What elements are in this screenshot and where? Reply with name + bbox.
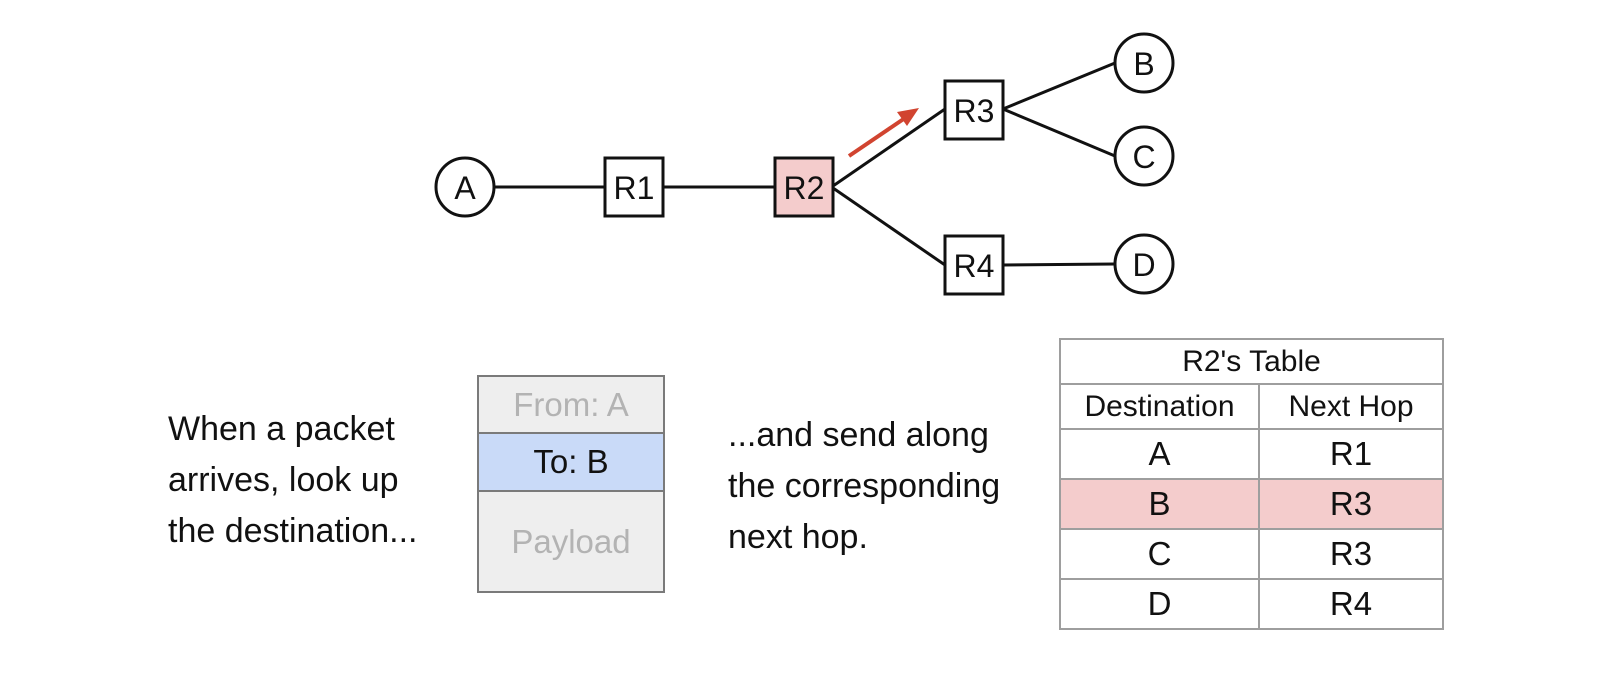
routing-table: R2's Table Destination Next Hop A R1 B R… [1059, 338, 1444, 630]
router-r4-label: R4 [954, 248, 995, 284]
host-b: B [1113, 32, 1175, 94]
forwarding-arrow [847, 108, 919, 158]
column-header-destination: Destination [1059, 383, 1260, 430]
host-d-label: D [1132, 247, 1155, 283]
next-hop-cell: R4 [1258, 578, 1444, 630]
lookup-caption: When a packet arrives, look up the desti… [168, 410, 418, 550]
packet: From: A To: B Payload [477, 375, 665, 593]
destination-cell: C [1059, 528, 1260, 580]
router-r1-label: R1 [614, 170, 655, 206]
host-d: D [1113, 233, 1175, 295]
router-r3: R3 [943, 79, 1005, 141]
router-r2-label: R2 [784, 170, 825, 206]
host-b-label: B [1133, 46, 1154, 82]
next-hop-cell: R3 [1258, 528, 1444, 580]
host-a-label: A [454, 170, 476, 206]
packet-payload-field: Payload [511, 522, 631, 560]
table-row: D R4 [1059, 578, 1444, 630]
link-r2-r4 [832, 186, 946, 267]
host-a: A [434, 156, 496, 218]
destination-cell: B [1059, 478, 1260, 530]
destination-cell: A [1059, 428, 1260, 480]
table-row: B R3 [1059, 478, 1444, 530]
table-row: A R1 [1059, 428, 1444, 480]
next-hop-cell: R1 [1258, 428, 1444, 480]
router-r1: R1 [603, 156, 665, 218]
host-c: C [1113, 125, 1175, 187]
host-c-label: C [1132, 139, 1155, 175]
link-r3-c [1002, 107, 1116, 158]
packet-from-field: From: A [479, 377, 663, 434]
router-r3-label: R3 [954, 93, 995, 129]
link-r3-b [1002, 61, 1116, 111]
destination-cell: D [1059, 578, 1260, 630]
link-r2-r3 [832, 107, 946, 188]
column-header-next-hop: Next Hop [1258, 383, 1444, 430]
link-r4-d [1002, 262, 1116, 267]
packet-to-field: To: B [479, 434, 663, 492]
table-row: C R3 [1059, 528, 1444, 580]
routing-table-title: R2's Table [1059, 338, 1444, 385]
next-hop-cell: R3 [1258, 478, 1444, 530]
forward-caption: ...and send along the corresponding next… [728, 416, 1001, 556]
router-r2: R2 [773, 156, 835, 218]
router-r4: R4 [943, 234, 1005, 296]
